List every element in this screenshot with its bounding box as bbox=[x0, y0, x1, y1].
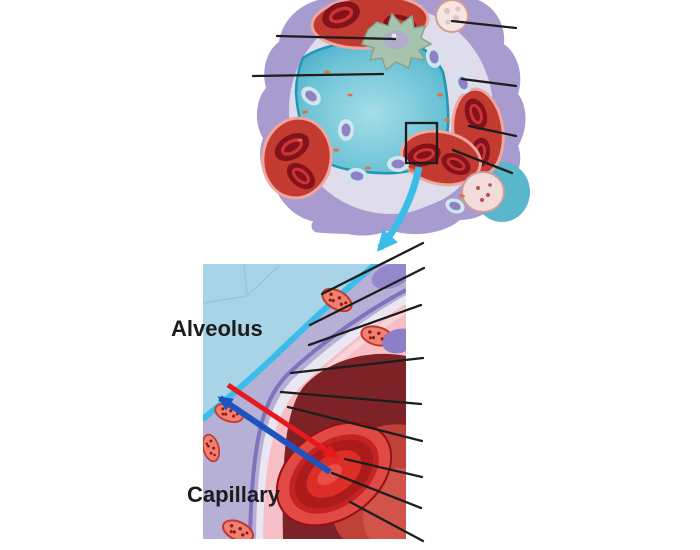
epithelium-basal-membrane bbox=[248, 288, 406, 539]
oxygen-diffusion-arrow bbox=[226, 382, 339, 460]
dust-cell bbox=[461, 171, 505, 213]
inset-label-line-4 bbox=[289, 356, 425, 375]
co2-diffusion-arrow bbox=[217, 395, 332, 475]
inset-label-line-6 bbox=[286, 405, 424, 443]
inset-label-line-5 bbox=[279, 390, 423, 406]
capillary-left bbox=[261, 116, 333, 200]
alveolus-label: Alveolus bbox=[171, 316, 263, 341]
top-label-line-3 bbox=[450, 19, 518, 30]
inset-label-line-3 bbox=[307, 303, 423, 347]
inset-leader-lines bbox=[279, 241, 426, 543]
inset-label-line-2 bbox=[308, 266, 426, 327]
elastic-fiber-specks bbox=[297, 70, 465, 198]
macrophage bbox=[360, 12, 433, 72]
zoom-arrow bbox=[376, 166, 423, 252]
inset-label-line-1 bbox=[320, 241, 425, 296]
top-label-line-2 bbox=[251, 72, 385, 78]
capillary-label: Capillary bbox=[187, 482, 281, 507]
top-label-line-6 bbox=[451, 148, 514, 175]
top-figure-leader-lines bbox=[251, 19, 518, 175]
inset-label-line-9 bbox=[348, 500, 425, 543]
top-label-line-1 bbox=[275, 34, 397, 41]
alveolar-cell-junction-lines bbox=[203, 264, 280, 304]
top-label-line-4 bbox=[460, 77, 518, 88]
type-ii-cell bbox=[435, 0, 469, 33]
top-label-line-5 bbox=[467, 124, 518, 138]
zoom-region-box bbox=[404, 121, 439, 165]
respiratory-membrane-inset: Alveolus Capillary bbox=[171, 241, 426, 543]
septal-cell-nucleus bbox=[338, 119, 354, 141]
inset-label-line-8 bbox=[330, 471, 423, 510]
endothelial-cell-nucleus bbox=[382, 328, 406, 354]
inset-label-line-7 bbox=[343, 457, 424, 479]
alveolus-cross-section bbox=[251, 0, 530, 252]
epithelial-cell-nucleus bbox=[371, 264, 406, 290]
